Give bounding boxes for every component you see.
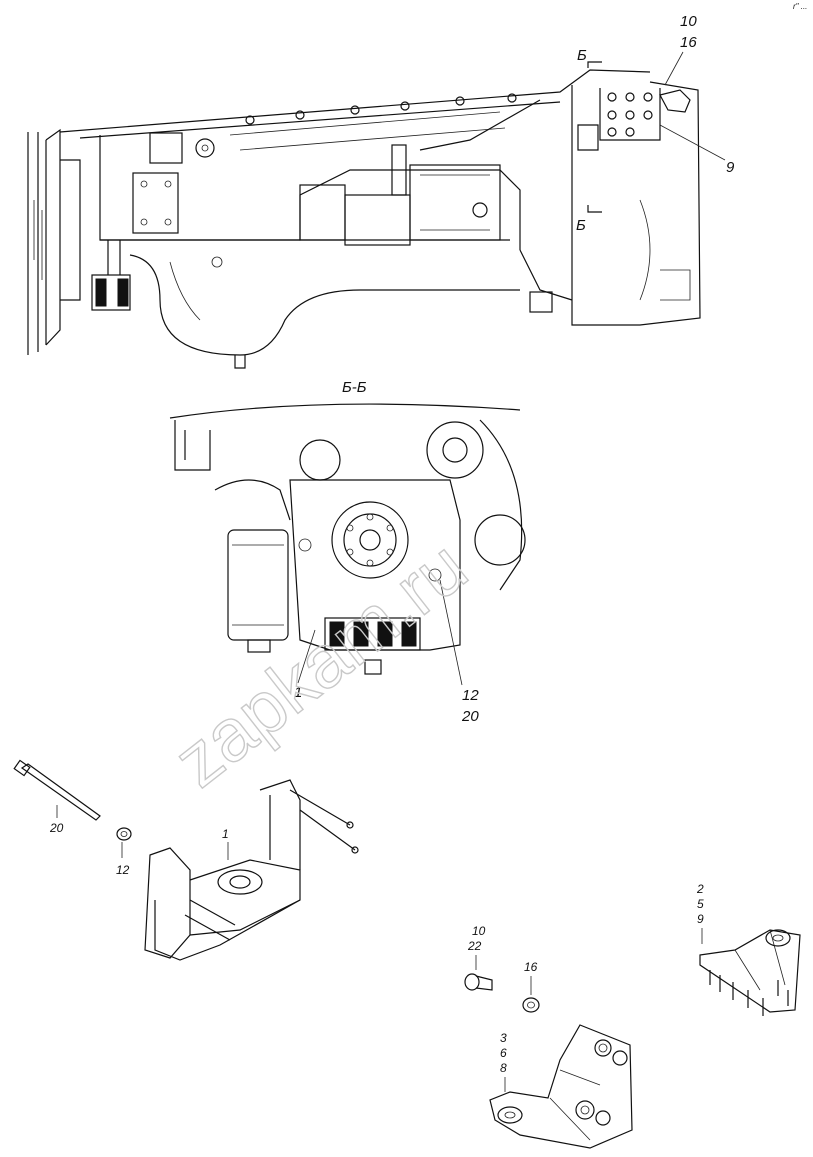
- nut-12-label: 12: [116, 863, 130, 877]
- bolt-10-22: [464, 973, 493, 991]
- section-bb-view: [169, 403, 526, 675]
- bracket-6-label: 6: [500, 1046, 507, 1060]
- bracket-5-label: 5: [697, 897, 704, 911]
- bolt-20: [13, 759, 101, 821]
- callout-10: 10: [680, 13, 697, 30]
- nut-12: [116, 827, 132, 841]
- bracket-2-label: 2: [696, 882, 704, 896]
- corner-mark: r" ...: [793, 2, 807, 11]
- section-marker-bottom: Б: [576, 217, 586, 234]
- parts-22-label: 22: [467, 939, 482, 953]
- bolt-20-label: 20: [49, 821, 64, 835]
- bracket-1-label: 1: [222, 827, 229, 841]
- leader-bb-1: [297, 629, 316, 684]
- watermark: zapkam.ru: [159, 525, 482, 803]
- washer-16: [522, 997, 540, 1013]
- bracket-3-label: 3: [500, 1031, 507, 1045]
- leader-bb-12-20: [439, 579, 463, 686]
- bb-callout-12: 12: [462, 687, 479, 704]
- washer-16-label: 16: [524, 960, 538, 974]
- mount-bracket-1: [144, 779, 359, 961]
- section-title: Б-Б: [342, 379, 367, 396]
- section-marker-top: Б: [577, 47, 587, 64]
- bb-callout-20: 20: [461, 708, 479, 725]
- leader-9: [659, 124, 726, 161]
- callout-9: 9: [726, 159, 735, 176]
- parts-10-label: 10: [472, 924, 486, 938]
- bracket-9-label: 9: [697, 912, 704, 926]
- engine-side-view: [27, 61, 701, 369]
- bb-callout-1: 1: [294, 684, 302, 701]
- bracket-2-5-9: [699, 929, 801, 1016]
- bracket-8-label: 8: [500, 1061, 507, 1075]
- leader-10-16: [664, 51, 684, 86]
- bracket-3-6-8: [489, 1024, 633, 1149]
- callout-16: 16: [680, 34, 697, 51]
